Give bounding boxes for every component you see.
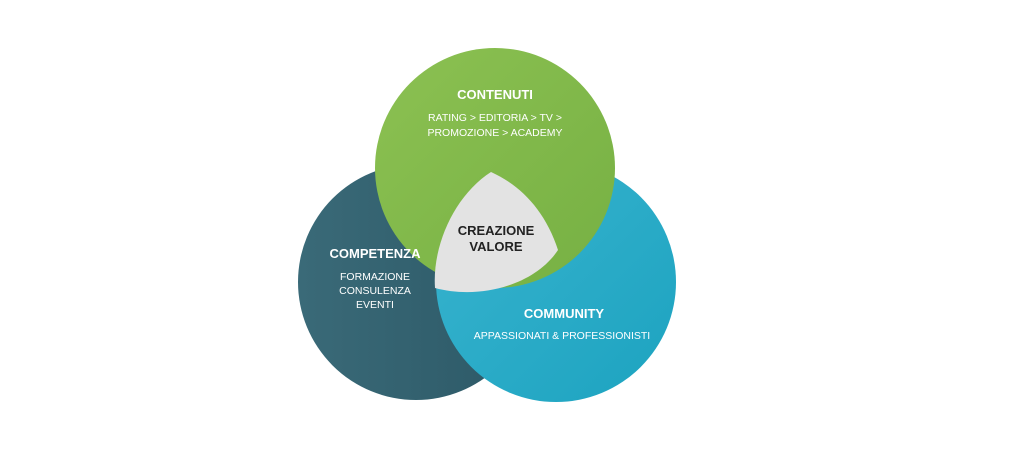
competenza-title: COMPETENZA xyxy=(330,246,422,261)
contenuti-line-1: RATING > EDITORIA > TV > xyxy=(428,112,562,124)
community-title: COMMUNITY xyxy=(524,306,604,321)
competenza-line-3: EVENTI xyxy=(356,299,394,311)
center-line-1: CREAZIONE xyxy=(458,223,535,238)
community-line-1: APPASSIONATI & PROFESSIONISTI xyxy=(474,330,650,342)
competenza-line-1: FORMAZIONE xyxy=(340,271,410,283)
center-line-2: VALORE xyxy=(469,239,523,254)
contenuti-title: CONTENUTI xyxy=(457,87,533,102)
competenza-line-2: CONSULENZA xyxy=(339,285,411,297)
contenuti-line-2: PROMOZIONE > ACADEMY xyxy=(427,127,562,139)
contenuti-circle xyxy=(375,48,615,288)
center-intersection xyxy=(434,172,558,293)
